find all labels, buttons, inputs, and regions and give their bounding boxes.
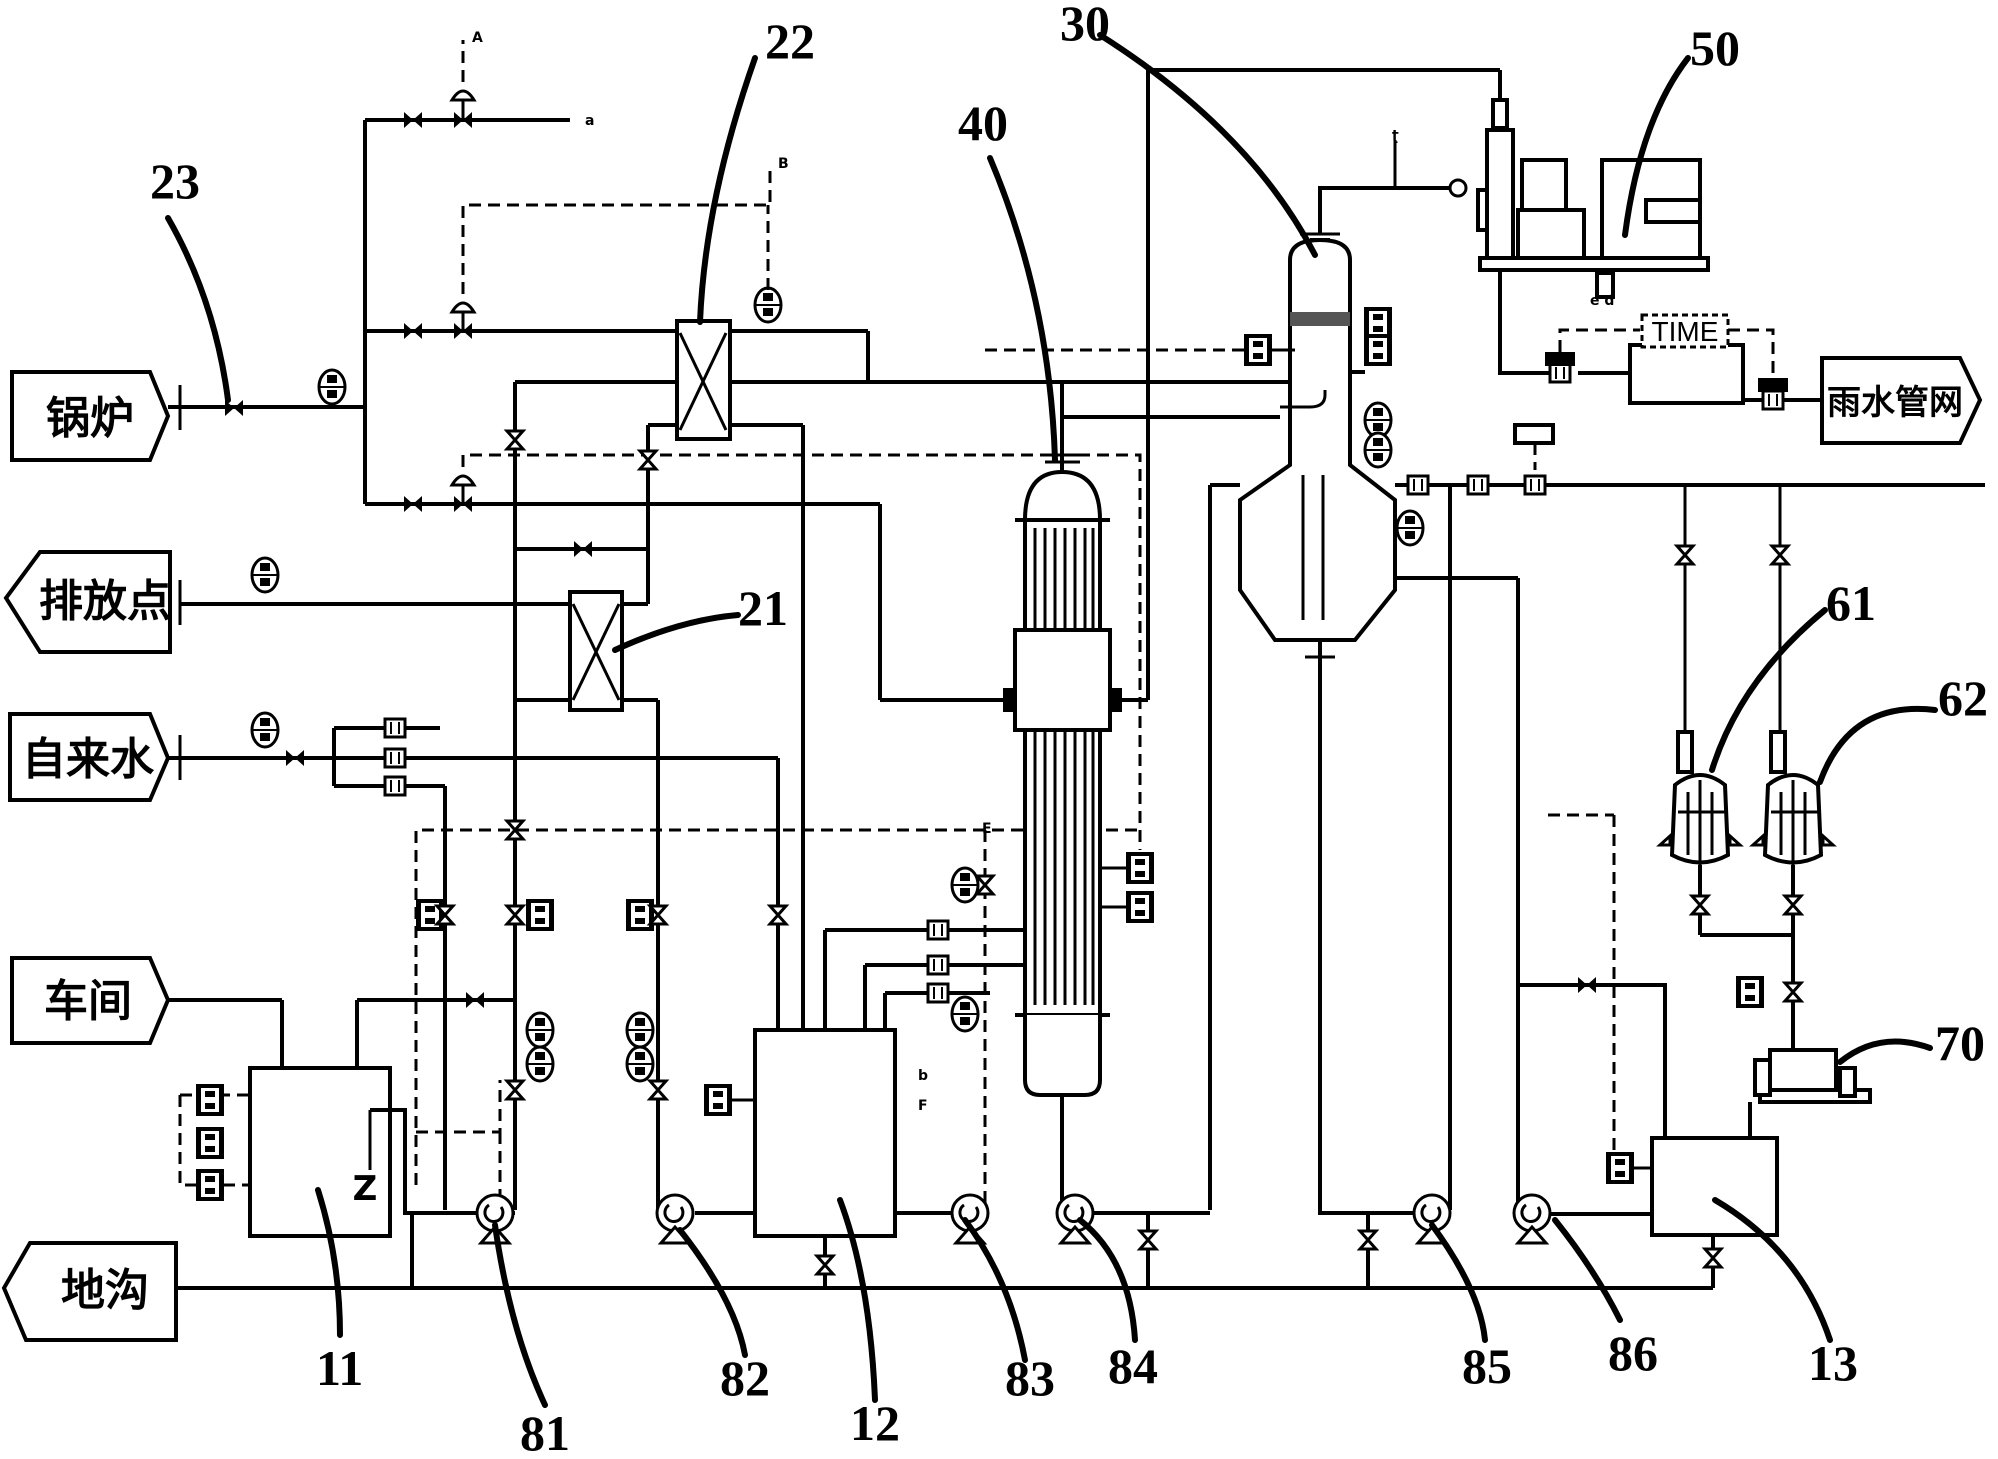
workshop-connection: 车间 [10, 956, 171, 1045]
ref-13: 13 [1808, 1335, 1858, 1391]
ref-12: 12 [850, 1395, 900, 1451]
ref-30: 30 [1060, 0, 1110, 51]
compressor-50: e d TIME [1476, 128, 1822, 411]
ref-62: 62 [1938, 670, 1988, 726]
steam-header [168, 112, 880, 512]
svg-text:A: A [472, 30, 483, 46]
boiler-connection: 锅炉 [10, 370, 171, 462]
ref-84: 84 [1108, 1338, 1158, 1394]
ref-23: 23 [150, 153, 200, 209]
svg-text:Z: Z [353, 1169, 378, 1209]
svg-text:E: E [982, 821, 992, 837]
reactor-61 [1656, 730, 1744, 935]
svg-text:B: B [778, 156, 789, 172]
steam-pressure-gauge [317, 368, 347, 406]
timer-label: TIME [1652, 316, 1719, 347]
rainwater-connection: 雨水管网 [1820, 356, 1983, 445]
discharge-label: 排放点 [39, 576, 171, 627]
heat-exchanger-22 [515, 205, 1290, 441]
ground-trench-connection: 地沟 [1, 1241, 178, 1342]
tube-bundle [1013, 528, 1112, 1005]
pump-82 [655, 1193, 755, 1245]
reactor-lines [1675, 485, 1790, 770]
ref-22: 22 [765, 13, 815, 69]
ground-trench-label: 地沟 [61, 1265, 149, 1316]
centrifuge-70 [1748, 1005, 1872, 1138]
tap-water-label: 自来水 [22, 734, 155, 785]
svg-text:b: b [918, 1068, 928, 1084]
heater-40: E [880, 70, 1154, 1210]
evaporator-30: ʈ [985, 128, 1985, 1210]
top-header [1148, 68, 1509, 130]
tap-water-gauge [250, 711, 280, 749]
tank-12: b F [704, 919, 1025, 1288]
vent-tag: ʈ [1392, 128, 1399, 144]
tank-13 [1518, 813, 1779, 1288]
ref-81: 81 [520, 1405, 570, 1459]
pump-81 [475, 1140, 517, 1245]
boiler-label: 锅炉 [46, 393, 134, 444]
rainwater-label: 雨水管网 [1827, 383, 1963, 423]
ref-21: 21 [738, 580, 788, 636]
ref-83: 83 [1005, 1350, 1055, 1406]
ref-40: 40 [958, 95, 1008, 151]
pump-86 [1512, 1193, 1552, 1245]
reference-labels: 23 22 21 40 30 50 61 62 70 13 86 85 84 8… [150, 0, 1988, 1459]
discharge-gauge [250, 556, 280, 594]
svg-text:a: a [585, 113, 594, 129]
tank-11: Z [168, 992, 515, 1288]
ref-82: 82 [720, 1350, 770, 1406]
ref-50: 50 [1690, 20, 1740, 76]
svg-text:F: F [918, 1098, 928, 1114]
discharge-connection: 排放点 [3, 550, 172, 654]
ref-85: 85 [1462, 1338, 1512, 1394]
ref-11: 11 [316, 1340, 363, 1396]
workshop-label: 车间 [44, 976, 132, 1027]
hx22-gauge [753, 286, 783, 324]
pump-84 [1055, 1193, 1210, 1288]
pump-85 [1318, 1193, 1452, 1288]
ref-61: 61 [1826, 575, 1876, 631]
svg-text:e d: e d [1590, 293, 1614, 309]
ref-70: 70 [1935, 1015, 1985, 1071]
pump-83 [895, 1193, 990, 1245]
ref-86: 86 [1608, 1325, 1658, 1381]
tap-water-connection: 自来水 [8, 712, 171, 802]
